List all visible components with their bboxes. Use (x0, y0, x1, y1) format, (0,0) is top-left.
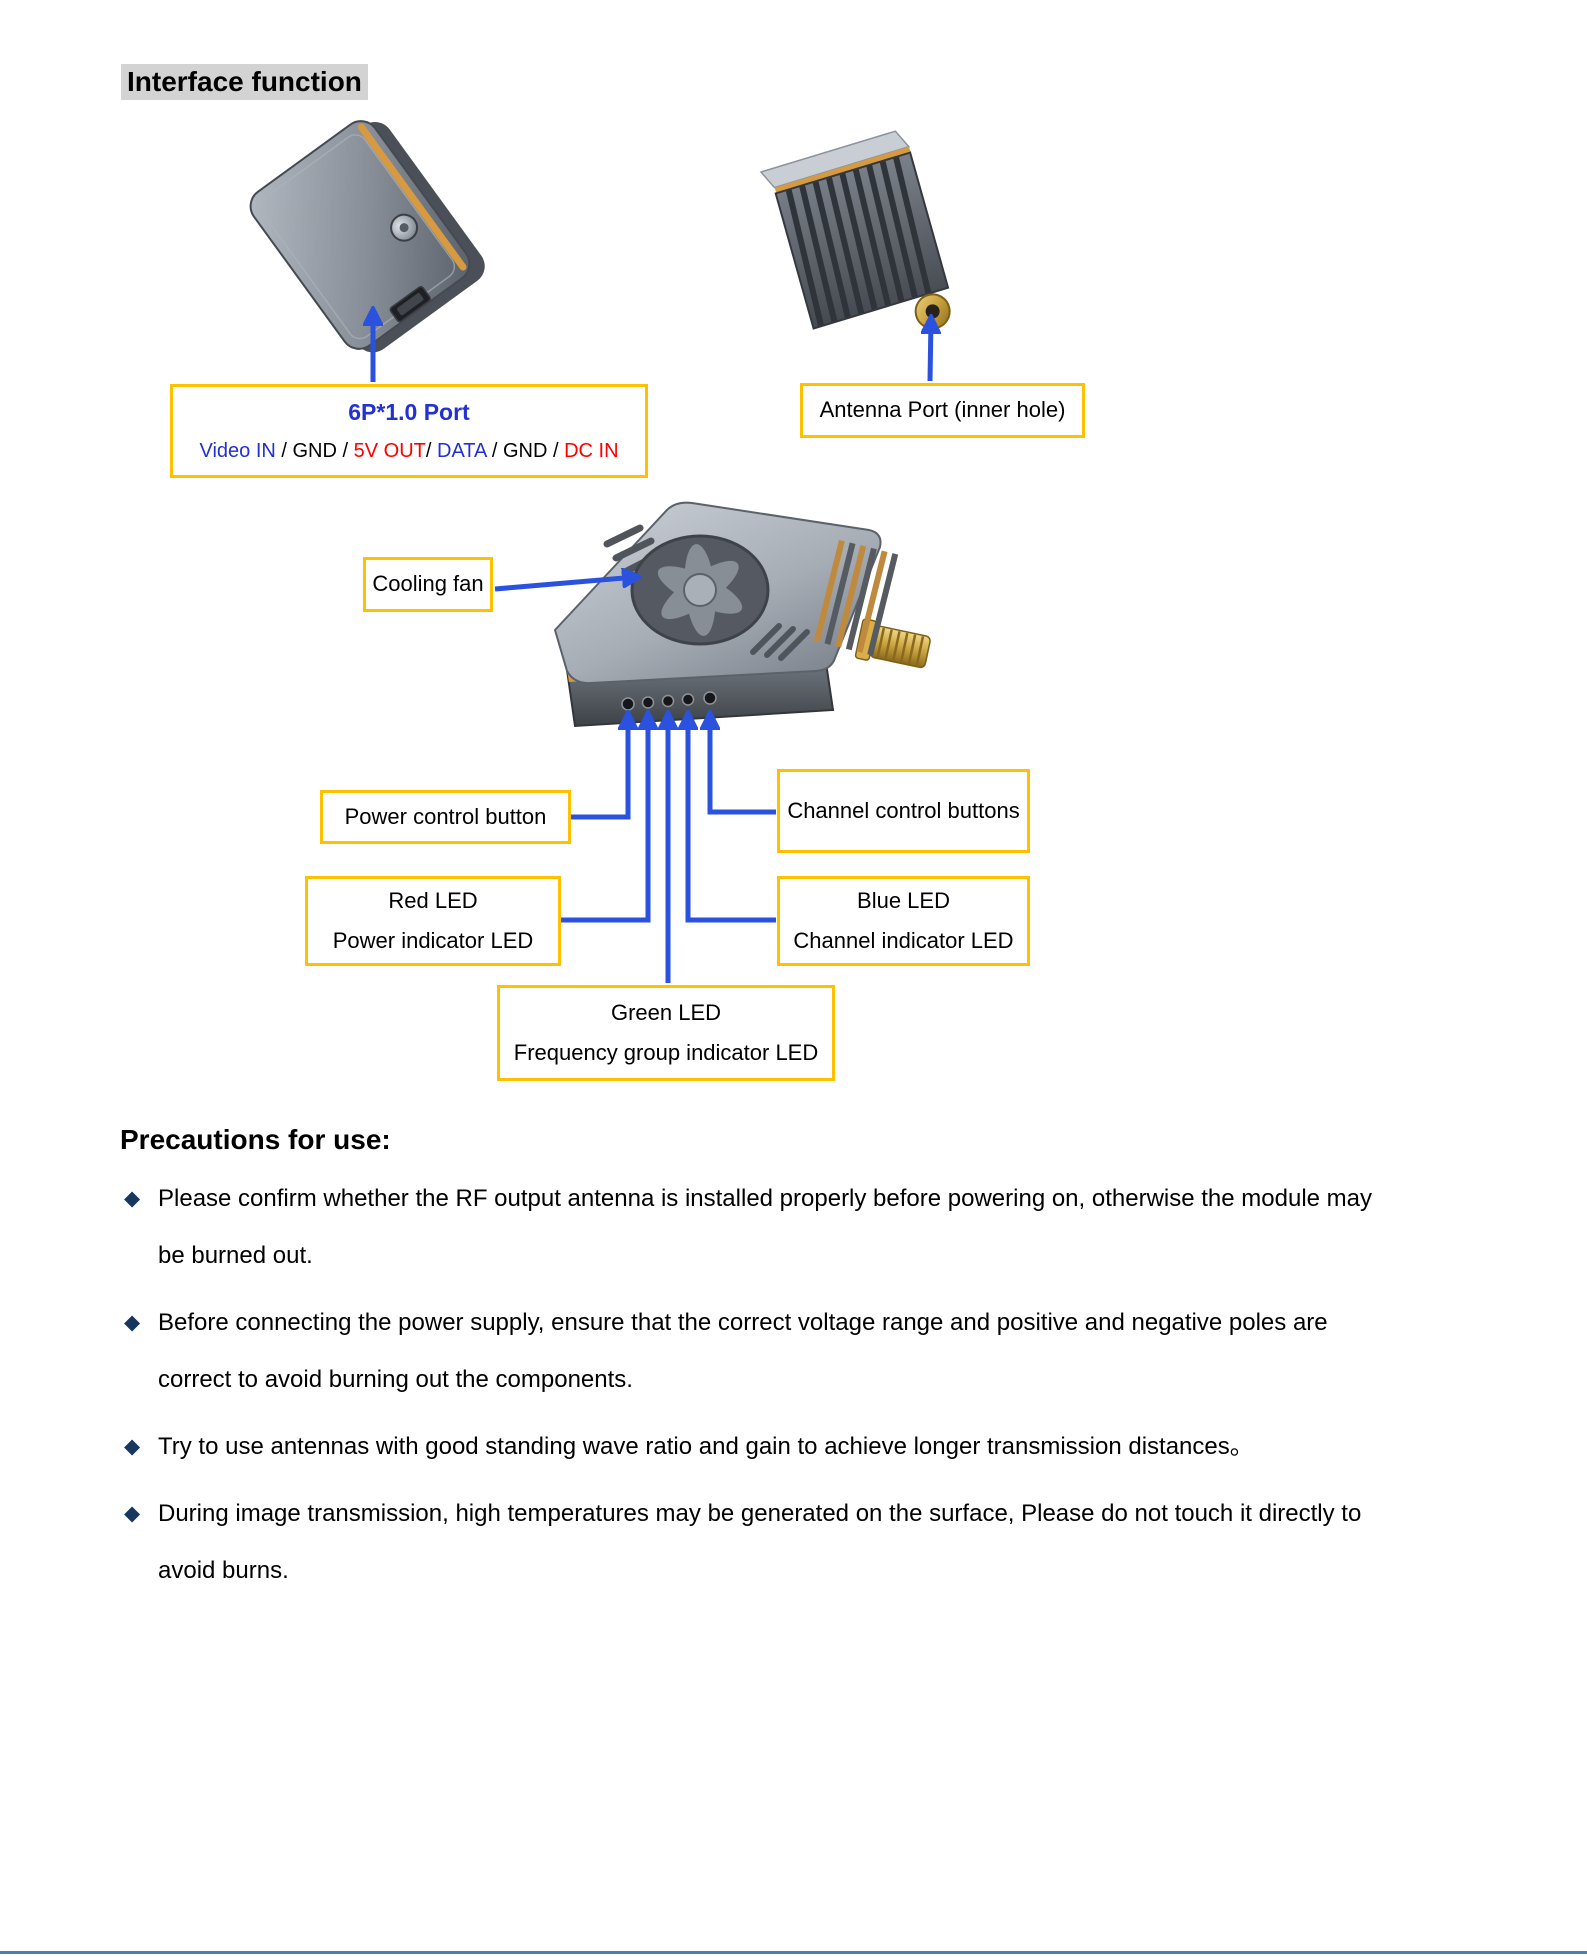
diamond-bullet-icon: ◆ (124, 1187, 141, 1210)
cooling-fan-label: Cooling fan (372, 571, 484, 597)
antenna-port-label: Antenna Port (inner hole) (819, 397, 1066, 423)
precaution-item: ◆ Before connecting the power supply, ens… (124, 1294, 1424, 1408)
front-panel-controls (621, 691, 717, 711)
label-box-power-button: Power control button (320, 790, 571, 844)
channel-button (703, 691, 717, 705)
antenna-connector (854, 618, 931, 669)
pin-segment: / (547, 439, 565, 462)
pin-segment: 5V OUT (353, 439, 426, 462)
footer-rule (0, 1951, 1587, 1954)
power-button-label: Power control button (344, 803, 547, 829)
diamond-bullet-icon: ◆ (124, 1502, 141, 1525)
pin-segment: Video IN (199, 439, 276, 462)
label-box-channel-buttons: Channel control buttons (777, 769, 1030, 853)
blue-led-line1: Blue LED (857, 887, 950, 913)
power-button (621, 697, 635, 711)
blue-led-line2: Channel indicator LED (793, 927, 1014, 953)
port-title: 6P*1.0 Port (348, 399, 470, 426)
page-title: Interface function (121, 64, 368, 100)
label-box-6p-port: 6P*1.0 Port Video IN / GND / 5V OUT/ DAT… (170, 384, 648, 478)
precaution-text: Please confirm whether the RF output ant… (158, 1185, 1373, 1269)
red-led (641, 696, 655, 709)
pin-segment: GND (502, 439, 548, 462)
precaution-item: ◆ During image transmission, high tempera… (124, 1485, 1424, 1599)
pin-segment: / (425, 439, 437, 462)
red-led-line2: Power indicator LED (332, 927, 534, 953)
label-box-cooling-fan: Cooling fan (363, 557, 493, 612)
pin-segment: DATA (437, 439, 487, 462)
green-led-line2: Frequency group indicator LED (513, 1039, 819, 1065)
heatsink-fins (773, 150, 951, 331)
precaution-text: During image transmission, high temperat… (158, 1500, 1362, 1584)
green-led-line1: Green LED (610, 999, 722, 1025)
label-box-antenna-port: Antenna Port (inner hole) (800, 383, 1085, 438)
label-box-blue-led: Blue LED Channel indicator LED (777, 876, 1030, 966)
diamond-bullet-icon: ◆ (124, 1435, 141, 1458)
red-led-line1: Red LED (388, 887, 478, 913)
device-photo-angled-front (249, 120, 485, 353)
precautions-title: Precautions for use: (120, 1124, 391, 1155)
port-pin-list: Video IN / GND / 5V OUT/ DATA / GND / DC… (199, 438, 618, 464)
device-photo-heatsink-side (759, 130, 951, 331)
precaution-item: ◆ Try to use antennas with good standing … (124, 1418, 1424, 1475)
heatsink-fins (813, 539, 899, 656)
label-box-green-led: Green LED Frequency group indicator LED (497, 985, 835, 1081)
orange-accent-stripe (357, 123, 467, 271)
label-box-red-led: Red LED Power indicator LED (305, 876, 561, 966)
cooling-fan (630, 534, 770, 646)
diamond-bullet-icon: ◆ (124, 1311, 141, 1334)
precautions-list: ◆ Please confirm whether the RF output an… (124, 1170, 1424, 1609)
green-led (661, 694, 675, 708)
pin-segment: / (336, 439, 354, 462)
channel-buttons-label: Channel control buttons (787, 797, 1020, 823)
device-photo-top-view (553, 501, 931, 728)
pin-segment: / (486, 439, 503, 462)
precaution-item: ◆ Please confirm whether the RF output an… (124, 1170, 1424, 1284)
blue-led (681, 693, 695, 706)
pin-segment: GND (292, 439, 337, 462)
precaution-text: Before connecting the power supply, ensu… (158, 1309, 1328, 1393)
pin-segment: / (275, 439, 293, 462)
pin-segment: DC IN (564, 439, 619, 462)
precaution-text: Try to use antennas with good standing w… (158, 1433, 1254, 1460)
